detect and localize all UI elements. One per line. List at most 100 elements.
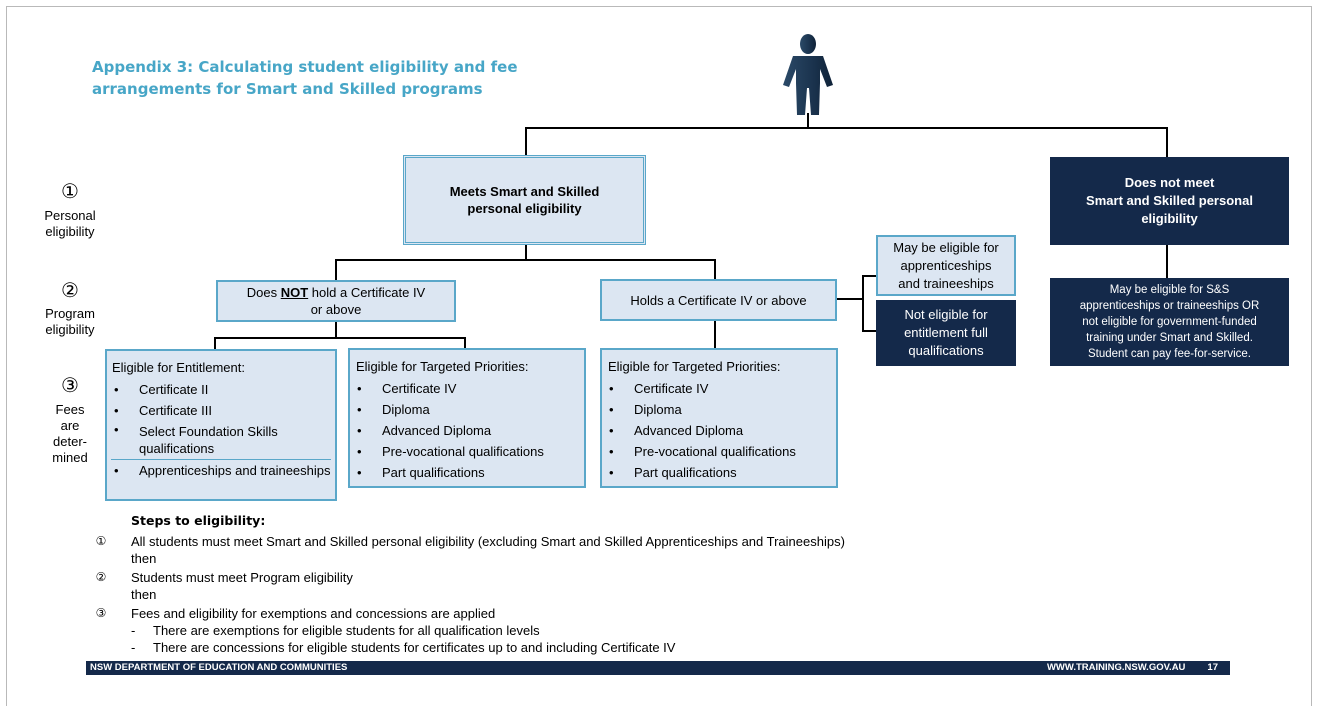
not-eligible-box: Not eligible for entitlement full qualif… (876, 300, 1016, 366)
list-item: Diploma (350, 399, 578, 420)
connector (837, 298, 864, 300)
box-text: and traineeships (898, 275, 994, 291)
person-figure-icon (783, 34, 833, 115)
step-sub-text: There are exemptions for eligible studen… (153, 623, 540, 638)
box-text: Holds a Certificate IV or above (630, 292, 807, 308)
not-meet-detail-box: May be eligible for S&S apprenticeships … (1050, 278, 1289, 366)
connector (862, 330, 876, 332)
box-text: apprenticeships (900, 257, 992, 273)
page-frame (6, 6, 1312, 706)
connector (214, 337, 466, 339)
connector (807, 113, 809, 128)
box-text: qualifications (908, 343, 984, 358)
step-then: then (131, 551, 157, 566)
list-item: Advanced Diploma (602, 420, 830, 441)
step-text: Program (45, 306, 95, 321)
does-not-meet-box: Does not meet Smart and Skilled personal… (1050, 157, 1289, 245)
step-sub-item: -There are concessions for eligible stud… (131, 640, 676, 655)
box-text: Does NOT hold a Certificate IV (246, 285, 426, 300)
step-text: are (60, 418, 80, 433)
box-text: May be eligible for S&S (1109, 284, 1230, 296)
meets-eligibility-box: Meets Smart and Skilled personal eligibi… (403, 155, 646, 245)
title-line-1: Appendix 3: Calculating student eligibil… (92, 58, 518, 76)
connector (335, 321, 337, 338)
box-text: May be eligible for (893, 239, 999, 255)
step-program-label: ② Program eligibility (30, 279, 110, 338)
connector (714, 321, 716, 348)
box-text: eligibility (1141, 211, 1198, 226)
entitlement-box: Eligible for Entitlement: Certificate II… (105, 349, 337, 501)
divider (111, 459, 331, 460)
connector (862, 275, 864, 332)
page-footer: NSW DEPARTMENT OF EDUCATION AND COMMUNIT… (86, 661, 1230, 675)
may-apprenticeships-box: May be eligible for apprenticeships and … (876, 235, 1016, 296)
step-row: ② Students must meet Program eligibility… (94, 569, 1044, 603)
connector (335, 259, 337, 280)
steps-section: Steps to eligibility: ① All students mus… (94, 512, 1044, 656)
targeted-priorities-box: Eligible for Targeted Priorities: Certif… (600, 348, 838, 488)
list-item: Part qualifications (350, 462, 578, 483)
step-text: Personal (44, 208, 96, 223)
connector (214, 337, 216, 349)
connector (862, 275, 876, 277)
step-text: deter- (53, 434, 87, 449)
connector (525, 127, 527, 156)
step-text: eligibility (45, 322, 95, 337)
list-item: Pre-vocational qualifications (602, 441, 830, 462)
step-number: ① (95, 534, 107, 548)
list-item: Apprenticeships and traineeships (107, 462, 331, 479)
holds-cert-iv-box: Holds a Certificate IV or above (600, 279, 837, 321)
step-sub-item: -There are exemptions for eligible stude… (131, 623, 540, 638)
box-text: apprenticeships or traineeships OR (1079, 300, 1260, 312)
list-item: Certificate II (107, 379, 331, 400)
list-item: Part qualifications (602, 462, 830, 483)
box-text: Meets Smart and Skilled (449, 184, 600, 199)
step-number: ③ (61, 373, 79, 397)
list-item: Certificate IV (602, 378, 830, 399)
connector (1166, 127, 1168, 157)
connector (714, 259, 716, 280)
footer-department: NSW DEPARTMENT OF EDUCATION AND COMMUNIT… (90, 662, 348, 673)
no-cert-iv-box: Does NOT hold a Certificate IV or above (216, 280, 456, 322)
box-text: Not eligible for (904, 307, 988, 322)
page-title: Appendix 3: Calculating student eligibil… (92, 56, 562, 100)
box-text: Does not meet (1124, 175, 1215, 190)
targeted-priorities-box: Eligible for Targeted Priorities: Certif… (348, 348, 586, 488)
step-number: ③ (95, 606, 107, 620)
step-number: ① (61, 179, 79, 203)
step-then: then (131, 587, 157, 602)
connector (335, 259, 716, 261)
step-number: ② (61, 278, 79, 302)
box-text: Student can pay fee-for-service. (1088, 348, 1251, 360)
footer-page-number: 17 (1207, 662, 1218, 673)
step-text: Fees (55, 402, 85, 417)
box-text: training under Smart and Skilled. (1086, 332, 1253, 344)
connector (525, 127, 1168, 129)
steps-heading: Steps to eligibility: (131, 513, 266, 528)
step-text: mined (52, 450, 88, 465)
step-number: ② (95, 570, 107, 584)
connector (464, 337, 466, 349)
list-item: Certificate IV (350, 378, 578, 399)
box-text: or above (310, 302, 362, 317)
list-heading: Eligible for Targeted Priorities: (356, 359, 529, 374)
step-text: Fees and eligibility for exemptions and … (131, 606, 496, 621)
list-heading: Eligible for Entitlement: (112, 360, 245, 375)
step-fees-label: ③ Fees are deter- mined (30, 374, 110, 466)
box-text: personal eligibility (467, 201, 582, 216)
title-line-2: arrangements for Smart and Skilled progr… (92, 80, 483, 98)
list-item: Pre-vocational qualifications (350, 441, 578, 462)
footer-url[interactable]: WWW.TRAINING.NSW.GOV.AU (1046, 662, 1186, 673)
connector (525, 244, 527, 260)
step-row: ① All students must meet Smart and Skill… (94, 533, 1044, 567)
list-item: Select Foundation Skills qualifications (107, 421, 331, 457)
list-item: Advanced Diploma (350, 420, 578, 441)
footer-right: WWW.TRAINING.NSW.GOV.AU 17 (1025, 661, 1218, 675)
box-text: not eligible for government-funded (1082, 316, 1257, 328)
step-personal-label: ① Personal eligibility (30, 180, 110, 240)
step-row: ③ Fees and eligibility for exemptions an… (94, 605, 1044, 622)
step-text: eligibility (45, 224, 95, 239)
connector (1166, 245, 1168, 278)
box-text: entitlement full (904, 325, 988, 340)
step-text: Students must meet Program eligibility (131, 570, 353, 585)
